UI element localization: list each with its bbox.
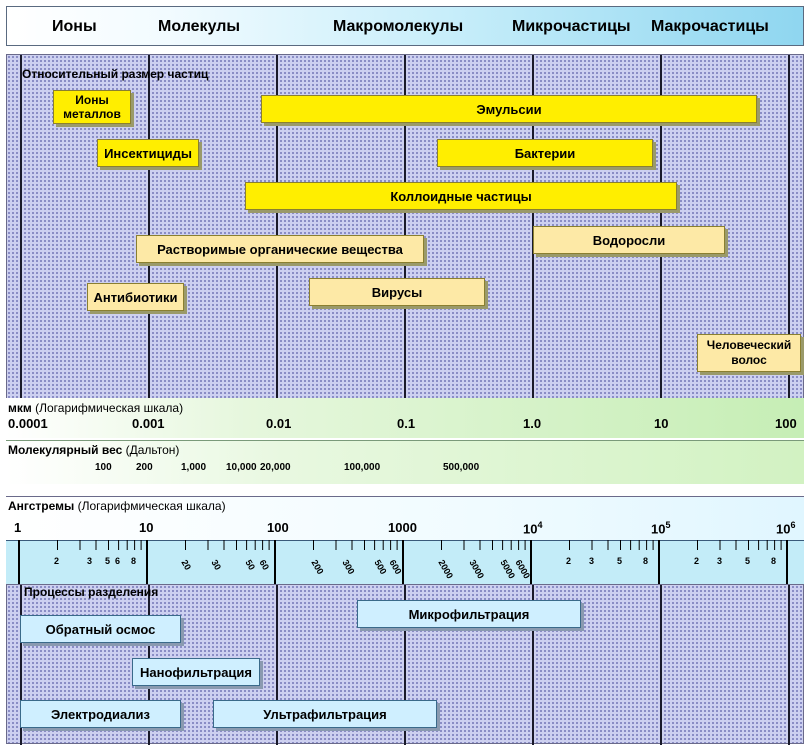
micron-tick: 0.001 (132, 416, 165, 431)
particle-soluble-organics: Растворимые органические вещества (136, 235, 424, 263)
separation-processes-title: Процессы разделения (24, 585, 159, 599)
decade-line (788, 585, 790, 745)
molecular-weight-value: 10,000 (226, 462, 257, 473)
decade-line (20, 585, 22, 745)
particle-insecticides: Инсектициды (97, 139, 199, 167)
ruler-minor-label: 8 (643, 556, 649, 566)
ruler-minor-label: 6 (115, 556, 121, 566)
ruler-minor-label: 8 (771, 556, 777, 566)
decade-line (532, 585, 534, 745)
molecular-weight-value: 500,000 (443, 462, 480, 473)
angstrom-tick-1e6: 106 (776, 520, 796, 537)
ruler-minor-label: 2 (566, 556, 572, 566)
header-label-macroparticles: Макрочастицы (651, 18, 769, 35)
molecular-weight-value: 1,000 (181, 462, 207, 473)
decade-line (788, 55, 790, 401)
angstrom-ruler-strip (6, 540, 804, 584)
molecular-weight-value: 100,000 (344, 462, 381, 473)
header-label-microparticles: Микрочастицы (512, 18, 631, 35)
ruler-minor-label: 5 (745, 556, 751, 566)
ruler-minor-label: 2 (694, 556, 700, 566)
process-nanofiltration: Нанофильтрация (132, 658, 260, 686)
micron-tick: 0.1 (397, 416, 416, 431)
molecular-weight-value: 100 (95, 462, 112, 473)
header-label-macromolecules: Макромолекулы (333, 18, 464, 35)
micron-scale-band (6, 398, 804, 438)
particle-algae: Водоросли (533, 226, 725, 254)
ruler-minor-label: 3 (717, 556, 723, 566)
particle-bacteria: Бактерии (437, 139, 653, 167)
micron-tick: 0.0001 (8, 416, 48, 431)
ruler-minor-label: 3 (589, 556, 595, 566)
decade-line (404, 585, 406, 745)
angstrom-tick: 1000 (388, 520, 417, 535)
particle-colloids: Коллоидные частицы (245, 182, 677, 210)
ruler-minor-label: 3 (87, 556, 93, 566)
decade-line (148, 55, 150, 401)
process-ultrafiltration: Ультрафильтрация (213, 700, 437, 728)
angstrom-tick-1e4: 104 (523, 520, 543, 537)
particle-emulsions: Эмульсии (261, 95, 757, 123)
header-label-ions: Ионы (52, 18, 97, 35)
angstrom-tick-1e5: 105 (651, 520, 671, 537)
particle-viruses: Вирусы (309, 278, 485, 306)
angstrom-tick: 1 (14, 520, 22, 535)
ruler-minor-label: 5 (105, 556, 111, 566)
molecular-weight-title: Молекулярный вес (Дальтон) (8, 443, 180, 457)
angstrom-tick: 10 (139, 520, 154, 535)
decade-line (20, 55, 22, 401)
process-reverse-osmosis: Обратный осмос (20, 615, 181, 643)
molecular-weight-value: 200 (136, 462, 153, 473)
process-microfiltration: Микрофильтрация (357, 600, 581, 628)
micron-tick: 100 (775, 416, 797, 431)
process-electrodialysis: Электродиализ (20, 700, 181, 728)
angstrom-tick: 100 (267, 520, 289, 535)
decade-line (404, 55, 406, 401)
ruler-minor-label: 8 (131, 556, 137, 566)
decade-line (276, 55, 278, 401)
category-header (6, 6, 804, 46)
decade-line (276, 585, 278, 745)
ruler-minor-label: 2 (54, 556, 60, 566)
micron-tick: 10 (654, 416, 669, 431)
decade-line (660, 585, 662, 745)
micron-tick: 0.01 (266, 416, 292, 431)
particle-size-title: Относительный размер частиц (22, 67, 209, 81)
angstrom-scale-band (6, 496, 804, 540)
angstrom-scale-title: Ангстремы (Логарифмическая шкала) (8, 499, 226, 513)
molecular-weight-band (6, 440, 804, 484)
molecular-weight-value: 20,000 (260, 462, 291, 473)
particle-antibiotics: Антибиотики (87, 283, 184, 311)
angstrom-ruler (18, 540, 788, 584)
micron-tick: 1.0 (523, 416, 542, 431)
particle-ions-metals: Ионы металлов (53, 90, 131, 124)
ruler-minor-label: 5 (617, 556, 623, 566)
header-label-molecules: Молекулы (158, 18, 241, 35)
micron-scale-title: мкм (Логарифмическая шкала) (8, 401, 184, 415)
particle-human-hair: Человеческий волос (697, 334, 801, 372)
